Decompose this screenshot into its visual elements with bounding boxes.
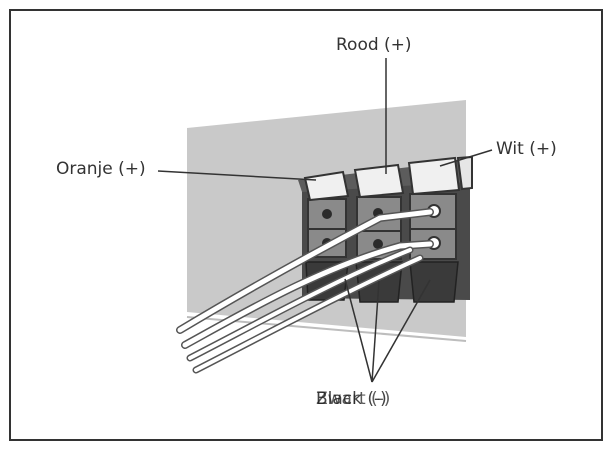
black-minus-label-overlap: Zwart (-) — [316, 389, 391, 409]
white-leader-line — [439, 149, 493, 167]
speaker-cables — [176, 208, 434, 374]
black-leader-line — [344, 278, 373, 383]
black-leader-line — [371, 279, 431, 383]
black-push-tab — [409, 261, 459, 303]
white-push-tab — [407, 156, 461, 196]
leader-lines — [157, 58, 493, 383]
orange-plus-label: Oranje (+) — [56, 159, 146, 179]
black-minus-label: Black (-) — [316, 389, 387, 409]
black-leader-line — [371, 280, 380, 383]
red-plus-label: Rood (+) — [336, 35, 412, 55]
orange-leader-line — [157, 170, 317, 181]
white-plus-label: Wit (+) — [496, 139, 557, 159]
orange-push-tab — [303, 170, 350, 202]
red-push-tab — [353, 163, 405, 199]
